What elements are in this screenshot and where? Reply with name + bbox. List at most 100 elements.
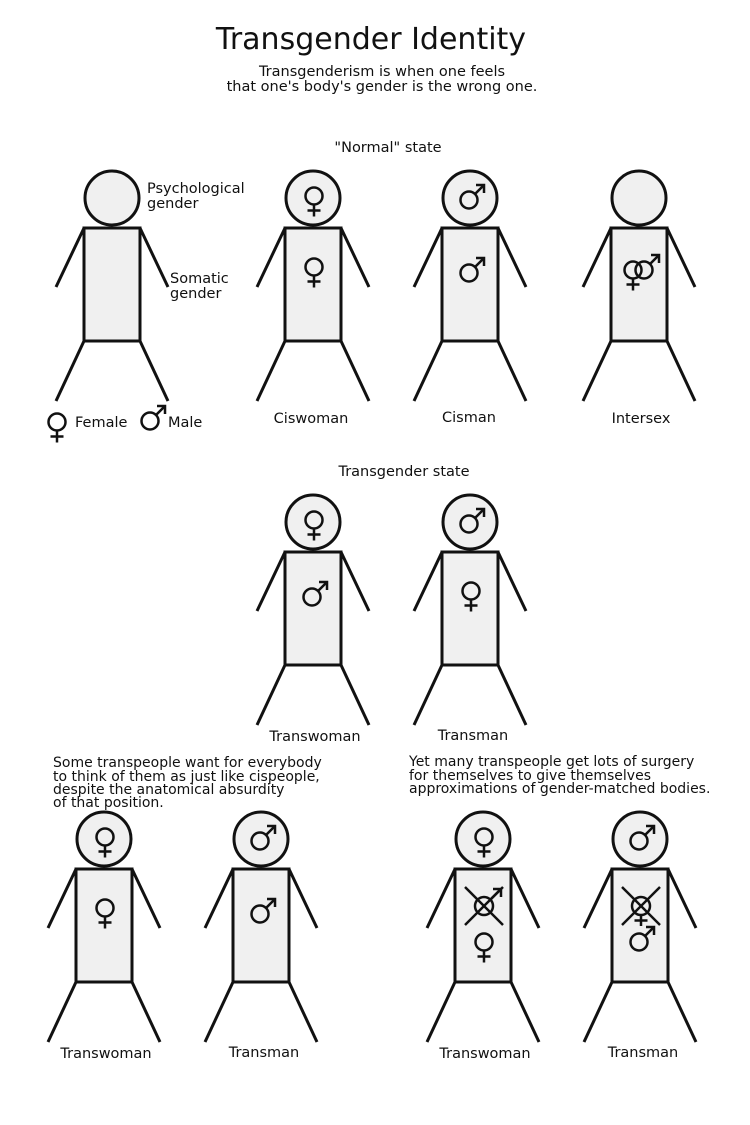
- legend-female-label: Female: [75, 415, 128, 431]
- subtitle-line-1: Transgenderism is when one feels: [258, 64, 505, 80]
- head: [284, 493, 342, 551]
- male-symbol-icon: [250, 824, 277, 851]
- torso: [453, 867, 513, 984]
- label-ciswoman: Ciswoman: [274, 411, 349, 427]
- male-symbol-icon: [459, 507, 486, 534]
- figure-surgery-transman: [582, 810, 698, 1043]
- female-symbol-icon: [304, 510, 324, 541]
- head: [611, 810, 669, 868]
- label-wish-transwoman: Transwoman: [59, 1046, 151, 1062]
- female-symbol-icon: [47, 412, 67, 443]
- figure-intersex: [581, 169, 697, 402]
- right-arm: [138, 227, 170, 288]
- right-arm: [287, 868, 319, 929]
- legend-female-icon: [47, 412, 67, 443]
- figure-transwoman: [255, 493, 371, 726]
- figure-transman: [412, 493, 528, 726]
- label-surgery-transman: Transman: [607, 1045, 679, 1061]
- left-arm: [412, 227, 444, 288]
- psychological-gender-label-2: gender: [147, 196, 198, 212]
- left-leg: [581, 340, 613, 402]
- crossed-female-icon: [621, 886, 661, 926]
- left-arm: [54, 227, 86, 288]
- head: [441, 493, 499, 551]
- cross-out-stroke: [621, 886, 661, 926]
- male-symbol-icon: [459, 256, 486, 283]
- somatic-gender-label-1: Somatic: [170, 271, 229, 287]
- right-arm: [496, 227, 528, 288]
- label-wish-transman: Transman: [228, 1045, 300, 1061]
- right-arm: [496, 551, 528, 612]
- head: [83, 169, 141, 227]
- somatic-gender-label-2: gender: [170, 286, 221, 302]
- torso: [231, 867, 291, 984]
- right-arm: [666, 868, 698, 929]
- left-leg: [54, 340, 86, 402]
- torso: [82, 226, 142, 343]
- label-surgery-transwoman: Transwoman: [438, 1046, 530, 1062]
- female-symbol-icon: [95, 827, 115, 858]
- male-symbol-icon: [634, 253, 661, 280]
- figure-surgery-transwoman: [425, 810, 541, 1043]
- left-leg: [425, 981, 457, 1043]
- figure-wish-transman: [203, 810, 319, 1043]
- section-normal-heading: "Normal" state: [334, 140, 441, 156]
- female-symbol-icon: [474, 827, 494, 858]
- paragraph-left-line-1: Some transpeople want for everybody: [53, 755, 322, 771]
- figure-ciswoman: [255, 169, 371, 402]
- right-arm: [130, 868, 162, 929]
- right-leg: [339, 664, 371, 726]
- female-symbol-icon: [304, 186, 324, 217]
- head: [454, 810, 512, 868]
- female-symbol-icon: [461, 581, 481, 612]
- right-arm: [339, 227, 371, 288]
- right-leg: [287, 981, 319, 1043]
- figure-legend: [54, 169, 170, 402]
- male-symbol-icon: [302, 580, 329, 607]
- female-symbol-icon: [304, 257, 324, 288]
- male-symbol-icon: [140, 404, 167, 431]
- left-leg: [46, 981, 78, 1043]
- psychological-gender-label-1: Psychological: [147, 181, 245, 197]
- left-leg: [255, 664, 287, 726]
- cross-out-stroke: [464, 886, 504, 926]
- left-leg: [255, 340, 287, 402]
- torso: [283, 550, 343, 667]
- left-arm: [581, 227, 613, 288]
- subtitle-line-2: that one's body's gender is the wrong on…: [227, 79, 538, 95]
- figure-wish-transwoman: [46, 810, 162, 1043]
- right-leg: [130, 981, 162, 1043]
- paragraph-left-line-2: to think of them as just like cispeople,: [53, 769, 320, 785]
- torso: [440, 226, 500, 343]
- figure-cisman: [412, 169, 528, 402]
- label-intersex: Intersex: [612, 411, 671, 427]
- female-symbol-icon: [95, 898, 115, 929]
- left-arm: [425, 868, 457, 929]
- right-leg: [496, 664, 528, 726]
- right-arm: [509, 868, 541, 929]
- page-title: Transgender Identity: [215, 22, 526, 57]
- paragraph-right-line-2: for themselves to give themselves: [409, 768, 651, 784]
- paragraph-left-line-3: despite the anatomical absurdity: [53, 782, 284, 798]
- section-transgender-heading: Transgender state: [337, 464, 469, 480]
- female-symbol-icon: [623, 260, 643, 291]
- left-arm: [255, 227, 287, 288]
- female-symbol-icon: [474, 932, 494, 963]
- legend-male-icon: [140, 404, 167, 431]
- right-leg: [666, 981, 698, 1043]
- male-symbol-icon: [629, 824, 656, 851]
- left-arm: [203, 868, 235, 929]
- head: [75, 810, 133, 868]
- head: [610, 169, 668, 227]
- male-symbol-icon: [459, 183, 486, 210]
- right-arm: [665, 227, 697, 288]
- right-leg: [138, 340, 170, 402]
- left-arm: [255, 551, 287, 612]
- right-leg: [496, 340, 528, 402]
- right-leg: [339, 340, 371, 402]
- left-arm: [582, 868, 614, 929]
- crossed-male-icon: [464, 886, 504, 926]
- left-arm: [412, 551, 444, 612]
- right-leg: [509, 981, 541, 1043]
- left-leg: [412, 664, 444, 726]
